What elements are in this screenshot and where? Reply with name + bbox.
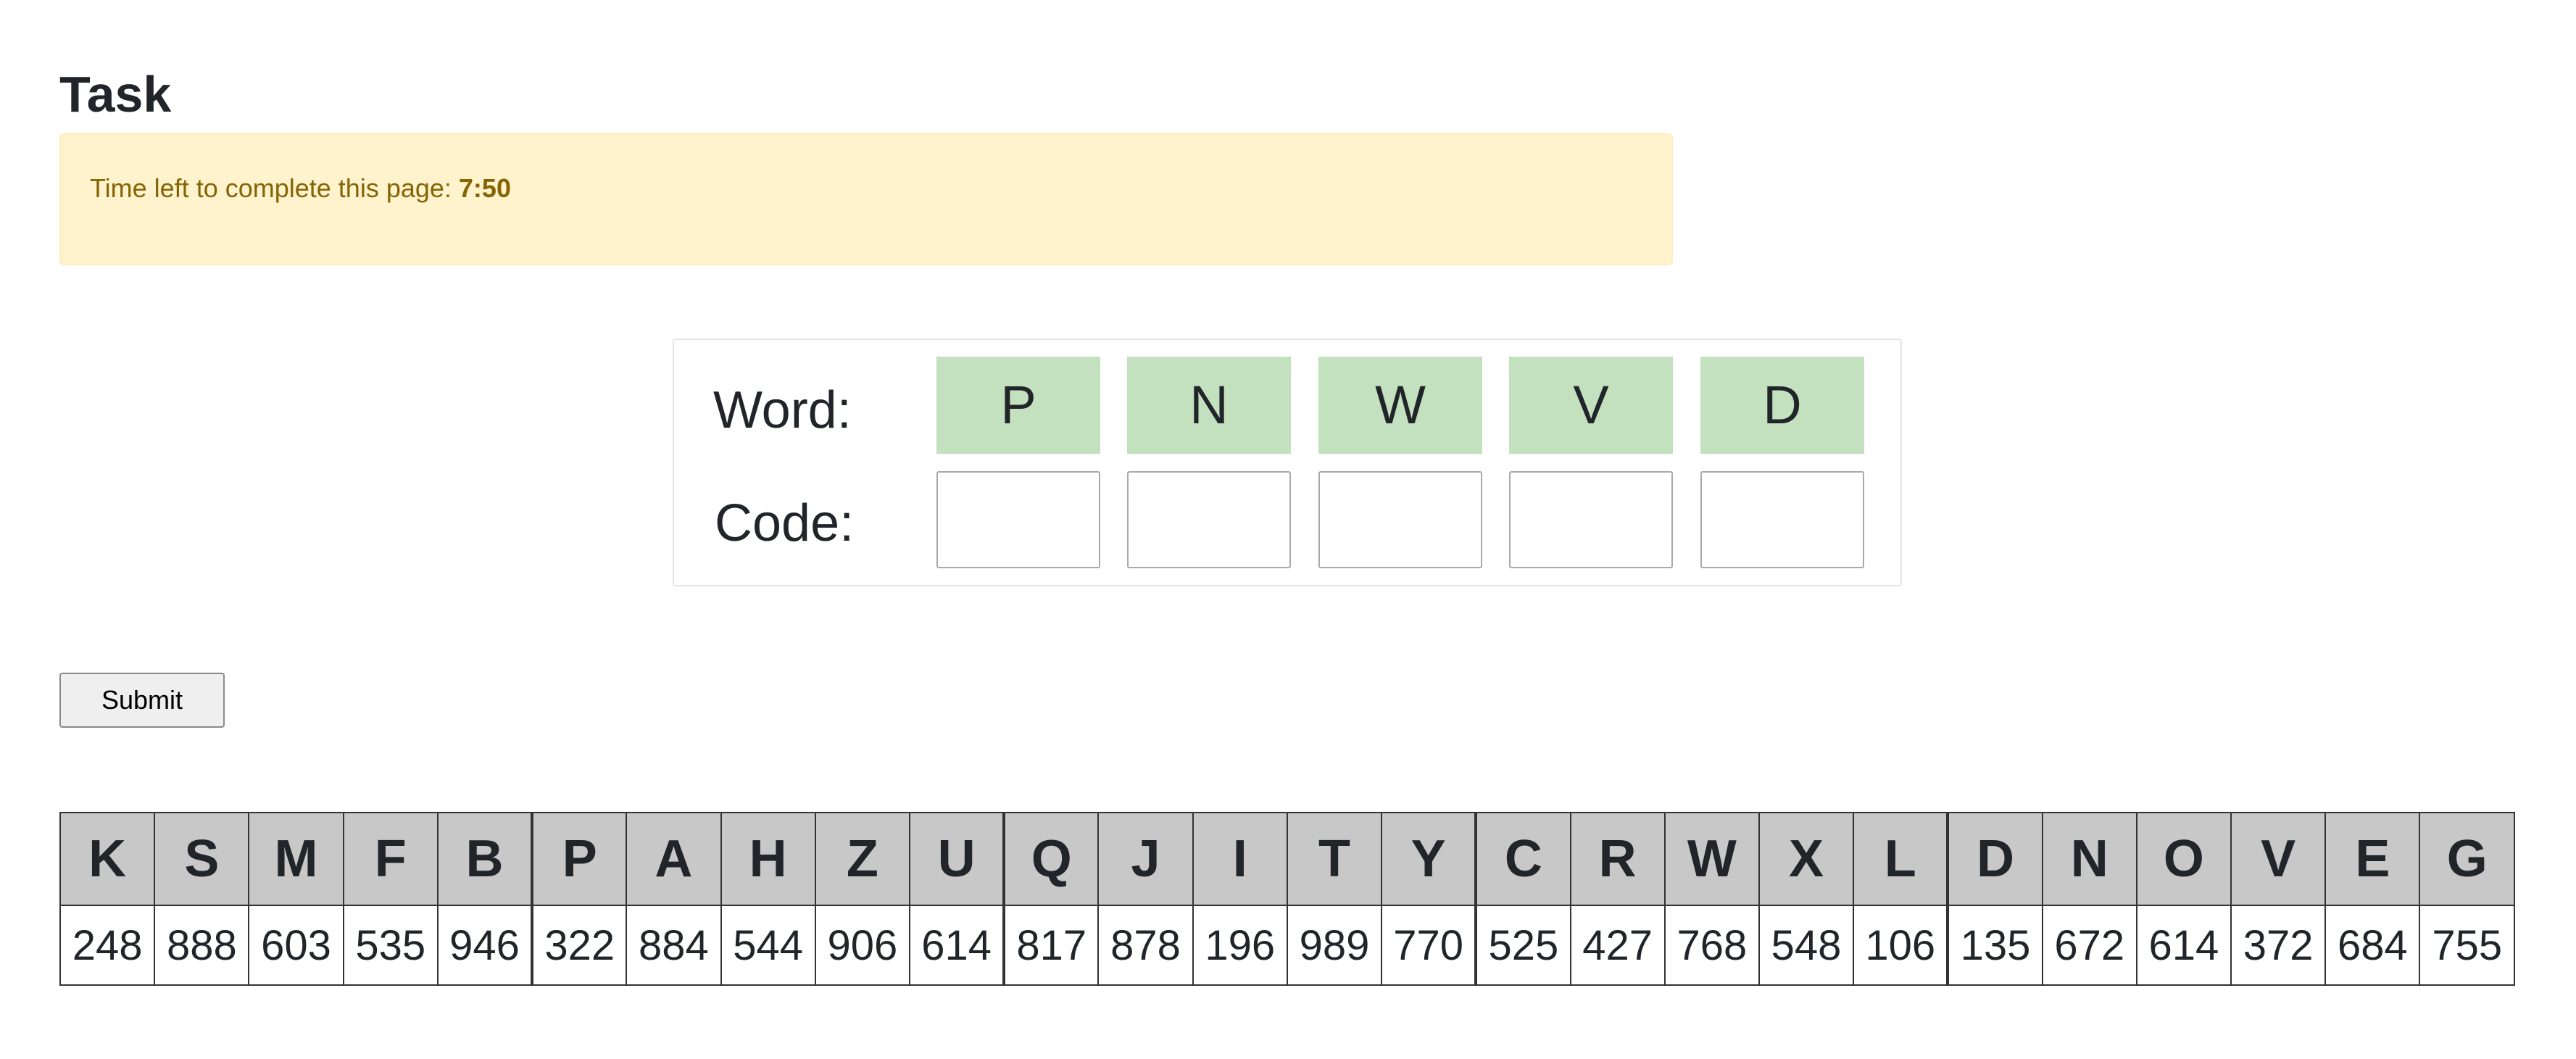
code-cell: 603	[248, 905, 344, 986]
word-letter-3: W	[1318, 357, 1482, 454]
word-label: Word:	[713, 381, 852, 439]
code-input-4[interactable]	[1509, 471, 1673, 568]
timer-label: Time left to complete this page:	[90, 173, 459, 203]
code-cell: 372	[2230, 905, 2327, 986]
letter-cell: Z	[814, 812, 910, 906]
timer-value: 7:50	[458, 173, 511, 203]
code-cell: 768	[1663, 905, 1760, 986]
letter-cell: J	[1097, 812, 1194, 906]
word-letter-1: P	[936, 357, 1100, 454]
letter-cell: L	[1853, 812, 1949, 906]
code-input-3[interactable]	[1318, 471, 1482, 568]
code-cell: 946	[436, 905, 533, 986]
code-cell: 614	[2135, 905, 2232, 986]
word-letter-4: V	[1509, 357, 1673, 454]
letter-cell: U	[908, 812, 1005, 906]
code-cell: 248	[59, 905, 156, 986]
code-cell: 196	[1192, 905, 1288, 986]
code-cell: 535	[342, 905, 439, 986]
letter-cell: I	[1192, 812, 1288, 906]
letter-cell: S	[154, 812, 250, 906]
code-cell: 906	[814, 905, 910, 986]
letter-cell: V	[2230, 812, 2327, 906]
code-input-2[interactable]	[1127, 471, 1291, 568]
letter-cell: N	[2041, 812, 2137, 906]
code-cell: 817	[1002, 905, 1100, 986]
letter-cell: B	[436, 812, 533, 906]
code-cell: 427	[1569, 905, 1666, 986]
letter-cell: Q	[1002, 812, 1100, 906]
code-cell: 544	[720, 905, 816, 986]
letter-cell: Y	[1381, 812, 1477, 906]
page-title: Task	[59, 66, 172, 122]
code-cell: 106	[1853, 905, 1949, 986]
letter-cell: F	[342, 812, 439, 906]
letter-cell: A	[626, 812, 722, 906]
code-cell: 684	[2324, 905, 2421, 986]
letter-cell: H	[720, 812, 816, 906]
code-cell: 770	[1381, 905, 1477, 986]
letter-cell: W	[1663, 812, 1760, 906]
letter-cell: E	[2324, 812, 2421, 906]
code-input-1[interactable]	[936, 471, 1100, 568]
code-cell: 672	[2041, 905, 2137, 986]
code-row: 248 888 603 535 946 322 884 544 906 614 …	[59, 905, 2515, 986]
code-cell: 989	[1286, 905, 1383, 986]
code-cell: 755	[2419, 905, 2515, 986]
letter-cell: T	[1286, 812, 1383, 906]
code-cell: 884	[626, 905, 722, 986]
code-cell: 322	[531, 905, 628, 986]
code-cell: 548	[1758, 905, 1855, 986]
letter-cell: X	[1758, 812, 1855, 906]
code-cell: 525	[1474, 905, 1571, 986]
letter-cell: P	[531, 812, 628, 906]
code-cell: 888	[154, 905, 250, 986]
code-cell: 878	[1097, 905, 1194, 986]
code-cell: 135	[1946, 905, 2043, 986]
letter-cell: G	[2419, 812, 2515, 906]
letter-code-table: K S M F B P A H Z U Q J I T Y C R W X L	[59, 812, 2515, 986]
letter-cell: D	[1946, 812, 2043, 906]
letter-cell: K	[59, 812, 156, 906]
letter-cell: R	[1569, 812, 1666, 906]
submit-button[interactable]: Submit	[59, 673, 225, 728]
letter-cell: M	[248, 812, 344, 906]
code-cell: 614	[908, 905, 1005, 986]
code-label: Code:	[715, 494, 855, 552]
word-letter-5: D	[1700, 357, 1864, 454]
timer-alert: Time left to complete this page: 7:50	[59, 133, 1673, 265]
code-input-5[interactable]	[1700, 471, 1864, 568]
letter-cell: C	[1474, 812, 1571, 906]
word-code-panel: Word: Code: P N W V D	[673, 339, 1902, 586]
word-letter-2: N	[1127, 357, 1291, 454]
letter-cell: O	[2135, 812, 2232, 906]
letter-row: K S M F B P A H Z U Q J I T Y C R W X L	[59, 812, 2515, 906]
